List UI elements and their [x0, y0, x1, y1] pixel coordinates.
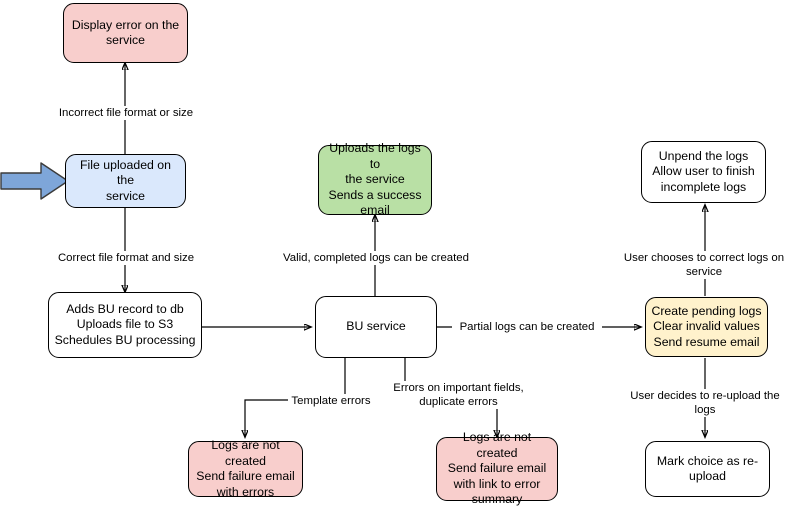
input-block-arrow [0, 162, 69, 200]
node-create-pending-logs[interactable]: Create pending logs Clear invalid values… [645, 297, 768, 357]
node-display-error[interactable]: Display error on the service [63, 3, 188, 63]
node-bu-service[interactable]: BU service [315, 296, 437, 358]
edge-label-valid-logs: Valid, completed logs can be created [278, 251, 474, 265]
edge-label-correct-format: Correct file format and size [50, 251, 202, 265]
node-adds-bu-record[interactable]: Adds BU record to db Uploads file to S3 … [48, 292, 202, 358]
node-logs-not-created-template[interactable]: Logs are not created Send failure email … [188, 438, 303, 499]
edge-label-user-reuploads: User decides to re-upload the logs [618, 389, 792, 417]
edge-label-template-errors: Template errors [288, 394, 374, 408]
node-file-uploaded[interactable]: File uploaded on the service [65, 154, 186, 208]
node-unpend-logs[interactable]: Unpend the logs Allow user to finish inc… [641, 141, 766, 203]
node-mark-choice[interactable]: Mark choice as re- upload [645, 441, 770, 497]
node-logs-not-created-errors[interactable]: Logs are not created Send failure email … [436, 430, 558, 506]
edge-label-user-corrects: User chooses to correct logs on service [607, 251, 801, 279]
node-uploads-logs[interactable]: Uploads the logs to the service Sends a … [318, 141, 432, 217]
edge-label-partial-logs: Partial logs can be created [452, 320, 602, 334]
edge-label-incorrect-format: Incorrect file format or size [48, 106, 204, 120]
edge-label-important-errors: Errors on important fields, duplicate er… [391, 381, 526, 409]
